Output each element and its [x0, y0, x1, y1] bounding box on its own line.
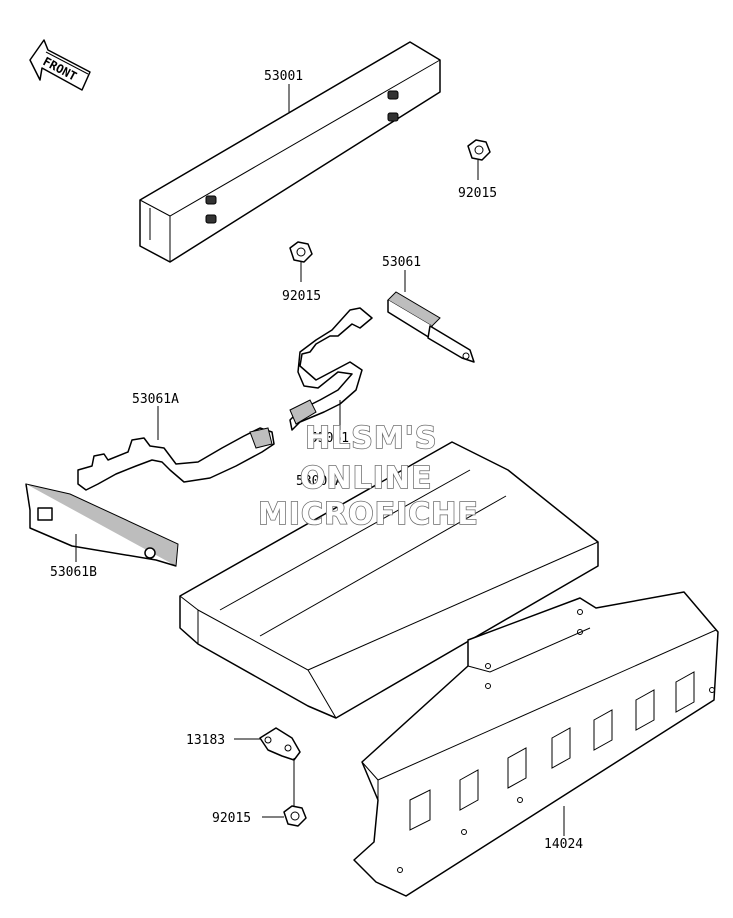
label-92015-bottom: 92015 [212, 811, 251, 826]
label-13183: 13183 [186, 733, 225, 748]
front-arrow-icon: FRONT [29, 39, 91, 91]
watermark-line-3: MICROFICHE [258, 497, 479, 532]
stud-icon [205, 90, 399, 224]
part-53061-strap [289, 307, 373, 431]
label-53061A: 53061A [132, 392, 179, 407]
part-53001-pad [139, 41, 441, 263]
watermark-line-1: HLSM'S [305, 421, 437, 456]
part-53061B-bracket [25, 483, 179, 567]
part-53061-bracket [387, 291, 475, 363]
nut-icon [283, 805, 307, 827]
nut-icon [289, 241, 313, 263]
part-13183-clamp [259, 727, 301, 761]
label-92015-mid: 92015 [282, 289, 321, 304]
label-53061-right: 53061 [382, 255, 421, 270]
label-53001: 53001 [264, 69, 303, 84]
label-53061B: 53061B [50, 565, 97, 580]
watermark-line-2: ONLINE [300, 461, 433, 496]
nut-icon [467, 139, 491, 161]
label-53001A: 53001A [296, 474, 343, 489]
part-14024-guard [353, 591, 719, 897]
watermark: HLSM'S ONLINE MICROFICHE [257, 420, 479, 533]
part-53061A-strap [77, 427, 275, 491]
label-53061-center: 53061 [310, 431, 349, 446]
part-53001A-pad [179, 441, 599, 719]
slot-icon [409, 671, 695, 831]
label-92015-top: 92015 [458, 186, 497, 201]
label-14024: 14024 [544, 837, 583, 852]
